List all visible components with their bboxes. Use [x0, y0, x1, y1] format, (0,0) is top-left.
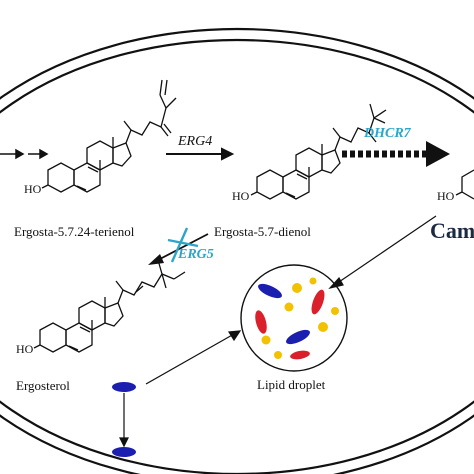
ergosterol-label: Ergosterol [16, 378, 70, 393]
yellow-lipid [318, 322, 328, 332]
yellow-lipid [292, 283, 302, 293]
yellow-lipid [274, 351, 282, 359]
ergosta-trienol-structure [41, 79, 177, 193]
ergosterol-to-droplet-arrow [145, 330, 242, 385]
ho-label-3: HO [437, 189, 455, 203]
ergosterol-structure [33, 259, 186, 353]
ho-label-2: HO [232, 189, 250, 203]
dhcr7-label: DHCR7 [364, 126, 411, 141]
lipid-droplet-label: Lipid droplet [257, 377, 326, 392]
ergosterol-blue-molecule [112, 382, 136, 392]
blue-sterol-ester [286, 329, 310, 345]
membrane-blue-molecule [112, 447, 136, 457]
erg5-arrow [148, 227, 209, 265]
ergosterol-to-membrane-arrow [119, 393, 129, 448]
ergosta-dienol-structure [250, 103, 387, 200]
ergosta-dienol-label: Ergosta-5.7-dienol [214, 224, 311, 239]
initial-arrows [0, 148, 49, 160]
yellow-lipid [309, 277, 317, 285]
red-lipid [290, 350, 310, 360]
product-to-droplet-arrow [328, 215, 437, 290]
product-structure [455, 169, 474, 200]
red-lipid [255, 310, 267, 334]
erg5-label: ERG5 [178, 247, 214, 262]
yellow-lipid [284, 302, 294, 312]
erg4-arrow [166, 147, 235, 161]
red-lipid [311, 289, 325, 315]
product-label: Cam [430, 218, 474, 243]
lipid-droplet [240, 264, 348, 372]
yellow-lipid [331, 307, 339, 315]
ho-label-1: HO [24, 182, 42, 196]
ergosta-trienol-label: Ergosta-5.7.24-terienol [14, 224, 135, 239]
blue-sterol-ester [258, 283, 282, 299]
cell-membrane [0, 27, 474, 474]
erg4-label: ERG4 [178, 134, 213, 149]
ho-label-4: HO [16, 342, 34, 356]
yellow-lipid [261, 335, 271, 345]
dhcr7-arrow [342, 141, 450, 167]
